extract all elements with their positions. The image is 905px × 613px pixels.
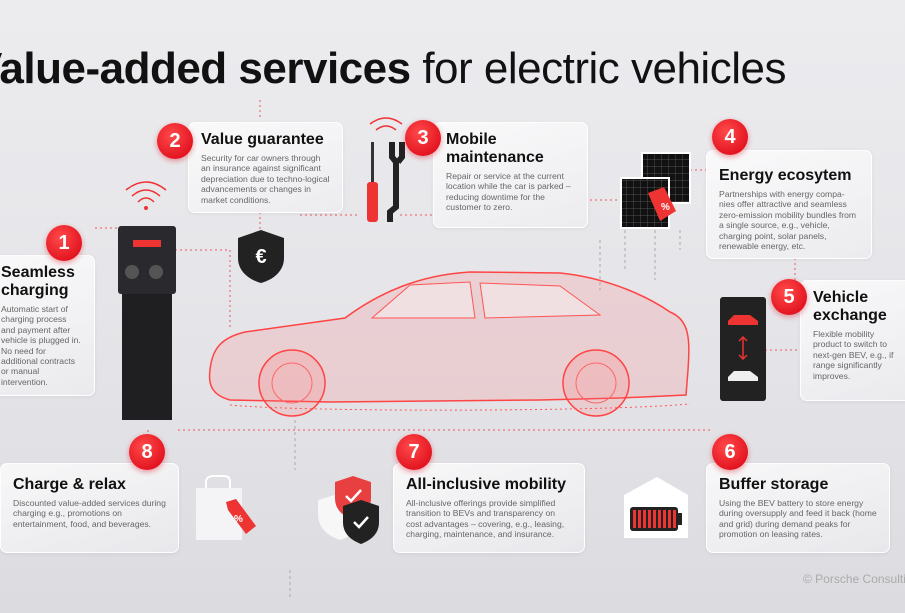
charging-station-icon: [118, 226, 176, 420]
service-number-badge: 6: [712, 434, 748, 470]
shopping-bag-icon: %: [196, 475, 256, 540]
wrench-screwdriver-icon: [367, 117, 405, 222]
page-title: Value-added services for electric vehicl…: [0, 44, 786, 93]
service-number-badge: 8: [129, 434, 165, 470]
euro-symbol: €: [255, 246, 266, 268]
service-number-badge: 3: [405, 120, 441, 156]
wifi-icon: [125, 181, 167, 210]
service-number-badge: 7: [396, 434, 432, 470]
copyright: © Porsche Consulting: [803, 572, 905, 586]
service-number-badge: 1: [46, 225, 82, 261]
euro-shield-icon: €: [238, 230, 284, 283]
percent-tag: %: [234, 514, 243, 525]
percent-tag: %: [661, 202, 670, 213]
vehicle-exchange-icon: [720, 297, 766, 401]
home-battery-icon: [624, 477, 688, 538]
check-shields-icon: [318, 476, 379, 544]
service-number-badge: 5: [771, 279, 807, 315]
solar-panels-icon: %: [620, 152, 691, 229]
service-number-badge: 2: [157, 123, 193, 159]
service-number-badge: 4: [712, 119, 748, 155]
